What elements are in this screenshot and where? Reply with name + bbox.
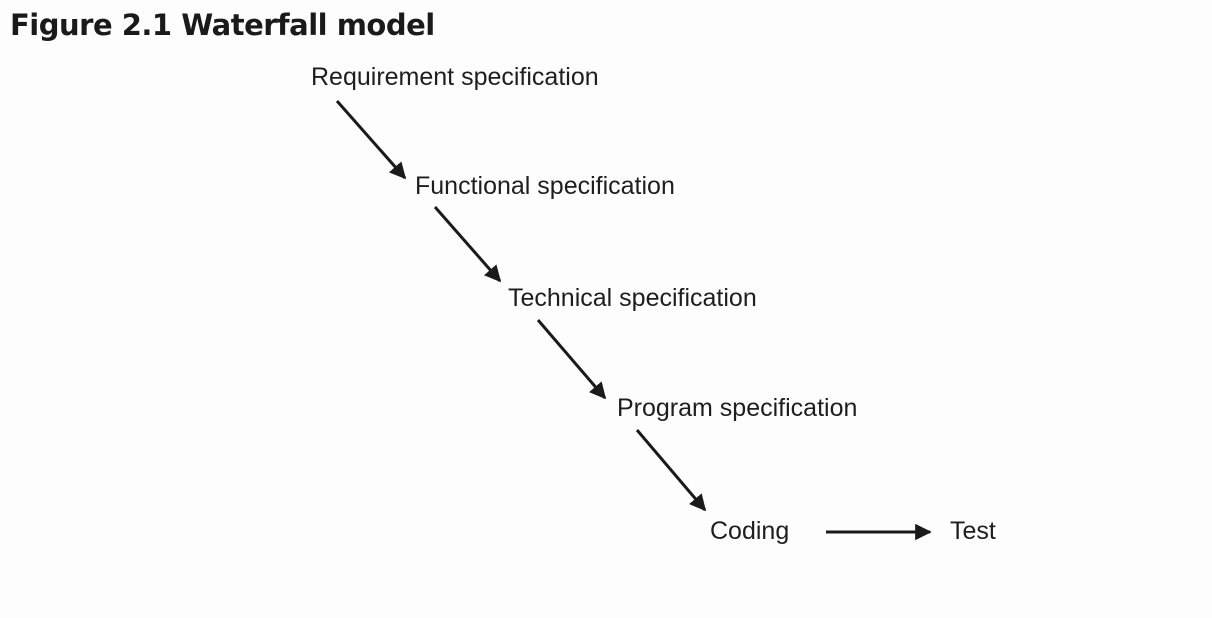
arrow-functional-to-technical bbox=[433, 206, 502, 283]
step-functional-specification: Functional specification bbox=[415, 172, 675, 200]
step-program-specification: Program specification bbox=[617, 394, 858, 422]
step-coding: Coding bbox=[710, 517, 790, 545]
arrow-program-to-coding bbox=[635, 429, 707, 512]
step-requirement-specification: Requirement specification bbox=[311, 63, 599, 91]
arrow-technical-to-program bbox=[536, 319, 607, 400]
arrow-requirement-to-functional bbox=[335, 100, 407, 180]
step-test: Test bbox=[950, 517, 996, 545]
step-technical-specification: Technical specification bbox=[508, 284, 757, 312]
figure-title: Figure 2.1 Waterfall model bbox=[10, 8, 435, 42]
